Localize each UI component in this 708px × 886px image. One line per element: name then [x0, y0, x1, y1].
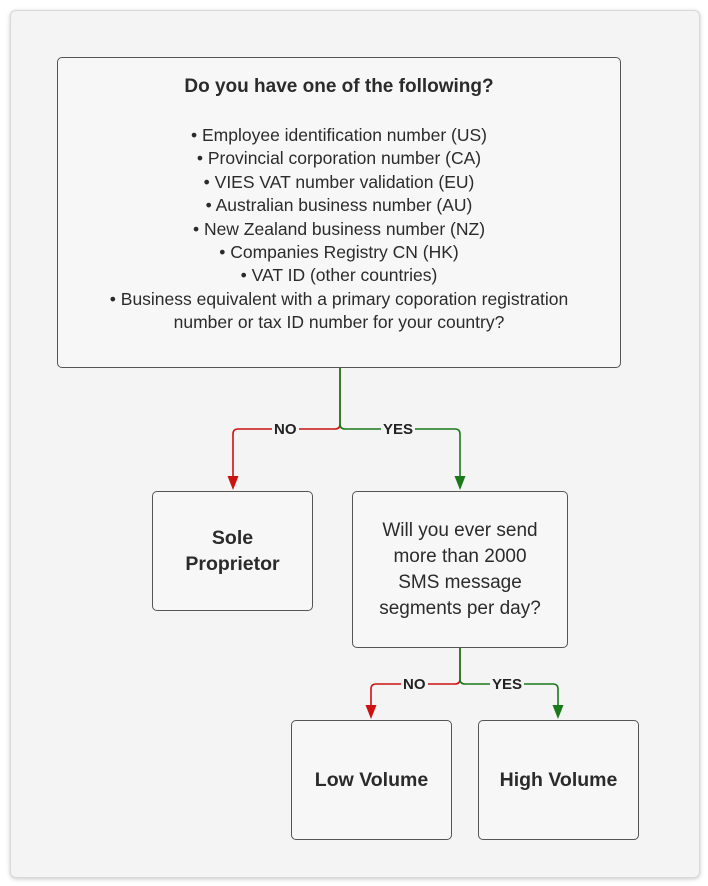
edge-label-no: NO [401, 676, 428, 694]
sole-proprietor-node: Sole Proprietor [152, 491, 313, 611]
list-item: Employee identification number (US) [110, 124, 568, 147]
sms-volume-question-node: Will you ever send more than 2000 SMS me… [352, 491, 568, 648]
arrowhead-low-volume [365, 705, 377, 719]
list-item: Business equivalent with a primary copor… [110, 288, 568, 311]
high-volume-node: High Volume [478, 720, 639, 840]
business-id-question-node: Do you have one of the following? Employ… [57, 57, 621, 368]
list-item: Companies Registry CN (HK) [110, 241, 568, 264]
edge-label-yes: YES [381, 421, 416, 439]
list-item: Australian business number (AU) [110, 194, 568, 217]
low-volume-node: Low Volume [291, 720, 452, 840]
high-volume-label: High Volume [499, 769, 618, 791]
arrowhead-sole-proprietor [227, 476, 239, 490]
low-volume-label: Low Volume [314, 769, 429, 791]
sms-volume-question-label: Will you ever send more than 2000 SMS me… [379, 519, 541, 619]
edge-label-yes: YES [490, 676, 525, 694]
list-item: New Zealand business number (NZ) [110, 218, 568, 241]
edge-label-no: NO [272, 421, 299, 439]
question-title: Do you have one of the following? [184, 76, 494, 97]
arrowhead-high-volume [552, 705, 564, 719]
arrowhead-volume-question [454, 476, 466, 490]
list-item: VAT ID (other countries) [110, 264, 568, 287]
list-item: VIES VAT number validation (EU) [110, 171, 568, 194]
list-item-continuation: number or tax ID number for your country… [173, 312, 505, 333]
business-id-list: Employee identification number (US) Prov… [98, 124, 580, 311]
sole-proprietor-label: Sole Proprietor [185, 527, 280, 575]
list-item: Provincial corporation number (CA) [110, 147, 568, 170]
